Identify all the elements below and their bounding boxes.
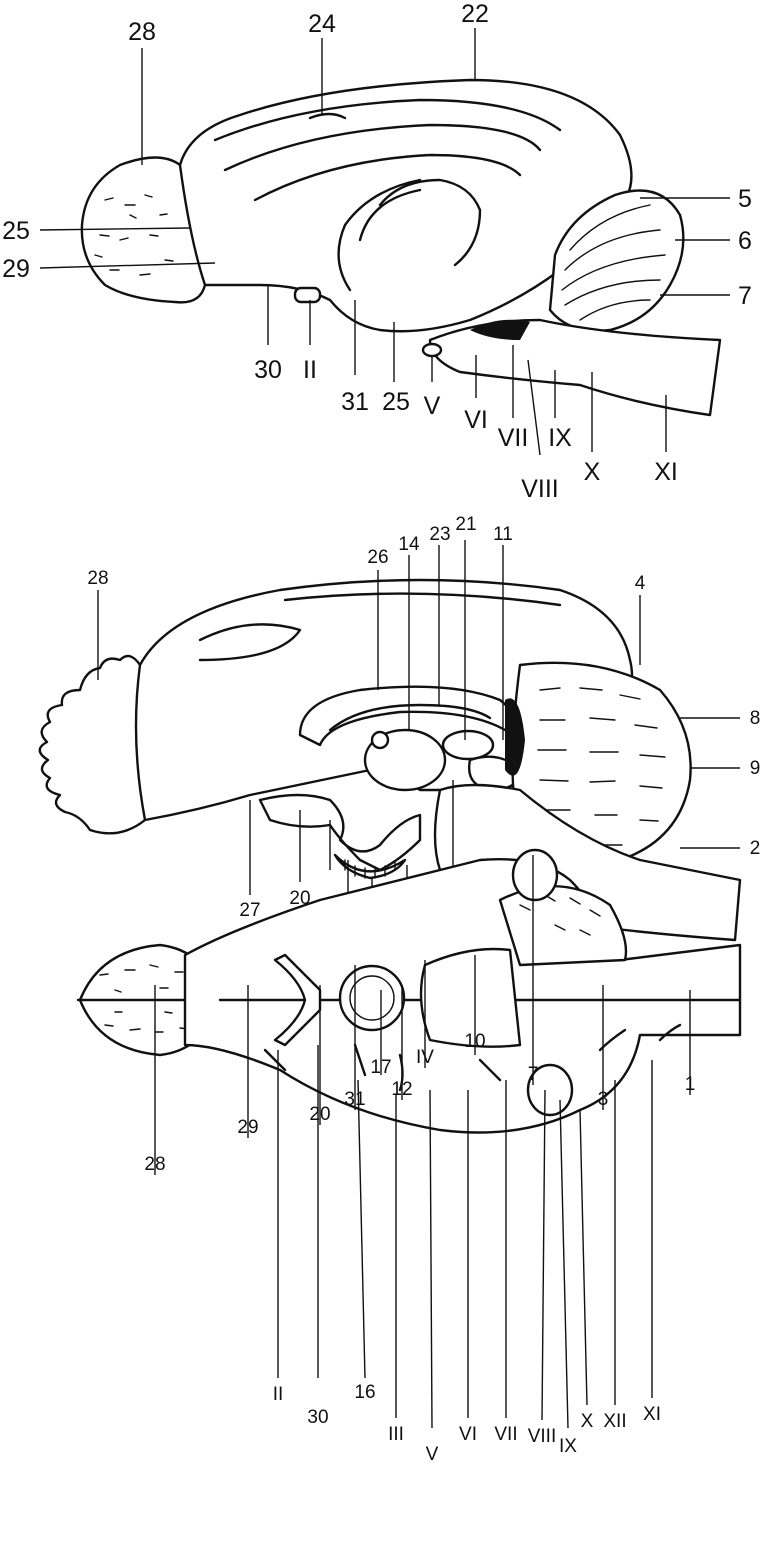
pons-ventral (419, 947, 522, 1048)
cranial-nerve-roots (263, 1023, 682, 1092)
fig1-label-6: 6 (738, 227, 752, 255)
olfactory-bulb-texture (94, 194, 174, 276)
cerebellum-folia (561, 204, 666, 321)
fig3-label-20: 20 (309, 1104, 330, 1125)
fig1-label-IX: IX (548, 424, 572, 452)
medial-sulcus (283, 592, 562, 607)
fig1-label-25-bottom: 25 (382, 388, 410, 416)
flocculus-bottom (526, 1063, 574, 1117)
fig3-label-VI: VI (459, 1424, 477, 1445)
fig1-label-II: II (303, 356, 317, 384)
medial-gyrus (198, 623, 302, 662)
fig3-labels: 17 IV 10 7 31 12 3 29 20 1 28 II 30 16 I… (144, 1031, 695, 1465)
fig2-label-11: 11 (493, 524, 513, 545)
brainstem-lateral (428, 318, 722, 417)
fig1-label-5: 5 (738, 185, 752, 213)
fig1-label-22: 22 (461, 0, 489, 28)
fig2-label-2: 2 (750, 838, 761, 859)
fig3-label-XI: XI (643, 1404, 661, 1425)
fig3-label-XII: XII (603, 1411, 626, 1432)
pituitary-hatching (344, 859, 396, 879)
fig2-label-14: 14 (398, 534, 420, 555)
fig3-label-29: 29 (237, 1117, 258, 1138)
lateral-view-figure: 28 24 22 5 6 7 25 29 30 II 31 25 V VI VI… (2, 0, 752, 503)
fig1-label-XI: XI (654, 458, 678, 486)
fig2-label-9: 9 (750, 758, 761, 779)
fig2-label-4: 4 (635, 573, 646, 594)
fig2-label-27: 27 (239, 900, 260, 921)
fig2-label-8: 8 (750, 708, 761, 729)
fig1-label-X: X (584, 458, 601, 486)
optic-chiasm (273, 953, 322, 1047)
fig3-label-30: 30 (307, 1407, 328, 1428)
fig3-label-II: II (273, 1384, 284, 1405)
optic-nerve-stub (293, 286, 322, 304)
fig3-label-3: 3 (598, 1089, 609, 1110)
habenula (441, 729, 495, 761)
fig3-label-VII: VII (494, 1424, 517, 1445)
fig1-label-31: 31 (341, 388, 369, 416)
fig1-leader-lines (39, 28, 730, 456)
fig1-label-29: 29 (2, 255, 30, 283)
fig3-label-III: III (388, 1424, 404, 1445)
olfactory-bulb-medial (38, 654, 147, 835)
fig1-label-25-left: 25 (2, 217, 30, 245)
fig3-label-28: 28 (144, 1154, 165, 1175)
fig3-leader-lines (154, 855, 691, 1429)
fig2-label-23: 23 (429, 524, 450, 545)
fig1-label-VI: VI (464, 406, 488, 434)
anterior-commissure (370, 730, 390, 750)
fornix (328, 703, 492, 732)
fig3-label-12: 12 (391, 1079, 412, 1100)
cerebral-gyri (213, 98, 562, 292)
fig3-label-16: 16 (354, 1382, 375, 1403)
fig2-label-21: 21 (455, 514, 476, 535)
fig3-label-IX: IX (559, 1436, 577, 1457)
ventral-view-figure: 17 IV 10 7 31 12 3 29 20 1 28 II 30 16 I… (76, 848, 742, 1465)
fig3-label-X: X (581, 1411, 594, 1432)
fig3-label-V: V (426, 1444, 439, 1465)
fig2-label-28: 28 (87, 568, 108, 589)
fig3-label-VIII: VIII (528, 1426, 557, 1447)
fig1-label-V: V (424, 392, 441, 420)
fig3-label-1: 1 (685, 1074, 696, 1095)
fig1-labels: 28 24 22 5 6 7 25 29 30 II 31 25 V VI VI… (2, 0, 752, 503)
fig2-label-26: 26 (367, 547, 388, 568)
fig3-label-IV: IV (416, 1047, 434, 1068)
fig1-label-30: 30 (254, 356, 282, 384)
fig1-label-24: 24 (308, 10, 336, 38)
fig1-label-VII: VII (498, 424, 529, 452)
fig1-label-28: 28 (128, 18, 156, 46)
fig3-label-17: 17 (370, 1057, 391, 1078)
flocculus-top (511, 848, 559, 902)
fig3-label-31: 31 (344, 1089, 365, 1110)
fig3-label-7: 7 (528, 1064, 539, 1085)
fig1-label-VIII: VIII (521, 475, 559, 503)
fig3-label-10: 10 (464, 1031, 485, 1052)
fig1-label-7: 7 (738, 282, 752, 310)
trigeminal-stub (421, 342, 443, 358)
